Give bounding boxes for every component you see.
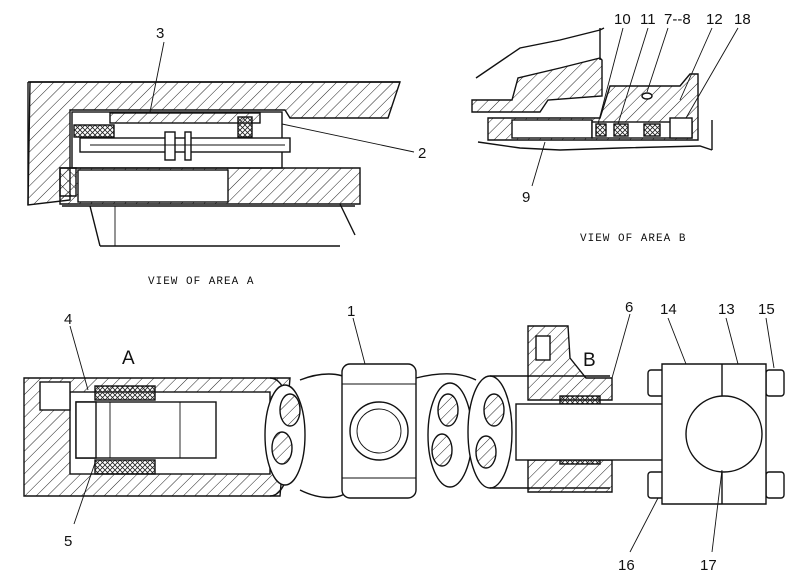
callout-3: 3 [156, 25, 164, 42]
callout-12: 12 [706, 11, 723, 28]
callout-5: 5 [64, 533, 72, 550]
callout-1: 1 [347, 303, 355, 320]
callout-15: 15 [758, 301, 775, 318]
callout-9: 9 [522, 189, 530, 206]
callout-11: 11 [640, 11, 656, 28]
callout-13: 13 [718, 301, 735, 318]
detail-view-area-a: VIEW OF AREA A [27, 81, 401, 288]
callout-6: 6 [625, 299, 633, 316]
callout-14: 14 [660, 301, 677, 318]
callout-17: 17 [700, 557, 717, 574]
area-a-caption: VIEW OF AREA A [148, 276, 254, 288]
detail-view-area-b: VIEW OF AREA B [471, 27, 713, 245]
callout-4: 4 [64, 311, 72, 328]
area-b-marker: B [583, 350, 596, 371]
main-assembly [23, 325, 785, 505]
area-a-marker: A [122, 348, 135, 369]
callout-16: 16 [618, 557, 635, 574]
area-b-caption: VIEW OF AREA B [580, 233, 686, 245]
callout-2: 2 [418, 145, 426, 162]
callout-18: 18 [734, 11, 751, 28]
callout-7-8: 7--8 [664, 11, 691, 28]
callout-10: 10 [614, 11, 631, 28]
leader-lines [69, 27, 775, 553]
